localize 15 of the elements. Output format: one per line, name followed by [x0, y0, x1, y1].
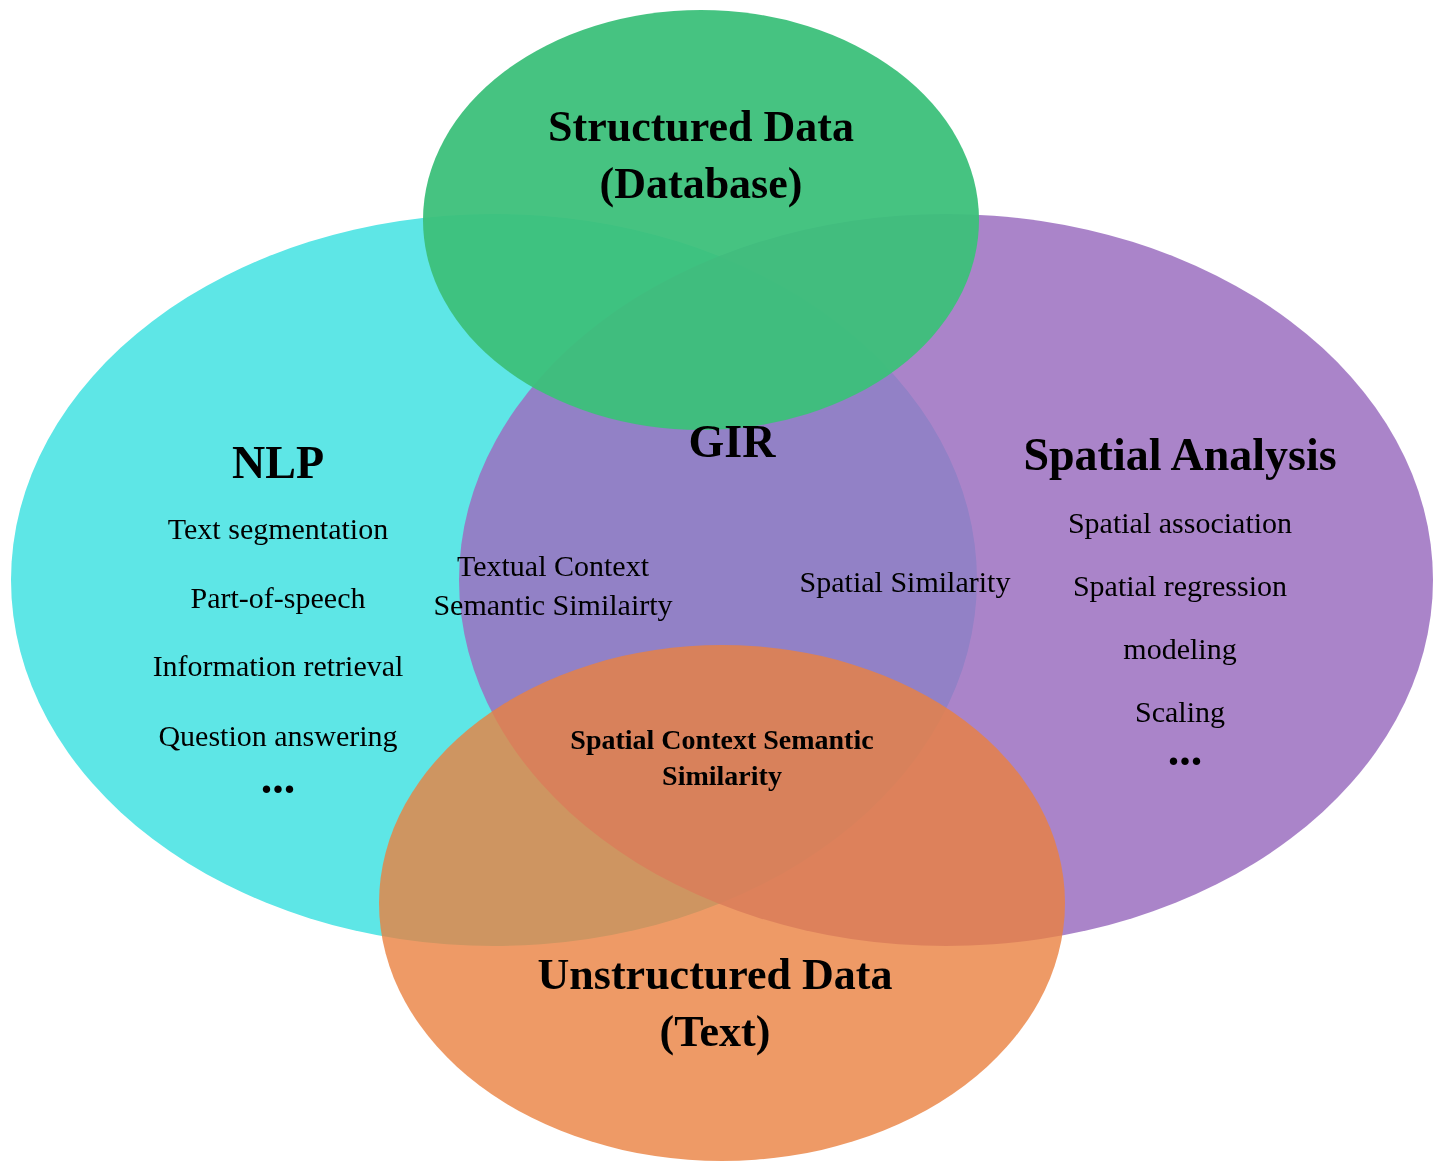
circle-title: Unstructured Data (Text)	[536, 949, 894, 1059]
circle-title: Spatial Analysis	[1022, 428, 1338, 482]
circle-title: NLP	[231, 436, 325, 490]
overlap-label: Textual Context Semantic Similairty	[432, 548, 674, 623]
ellipsis: ...	[259, 752, 297, 805]
circle-title: Structured Data (Database)	[547, 101, 855, 211]
list-item: Information retrieval	[151, 647, 405, 684]
list-item: modeling	[1122, 630, 1238, 667]
list-item: Question answering	[157, 717, 399, 754]
overlap-label: Spatial Context Semantic Similarity	[569, 722, 875, 793]
overlap-label: Spatial Similarity	[798, 563, 1012, 600]
list-item: Spatial association	[1066, 504, 1294, 541]
list-item: Spatial regression	[1071, 567, 1289, 604]
region-label: GIR	[687, 415, 777, 469]
list-item: Text segmentation	[166, 510, 390, 547]
